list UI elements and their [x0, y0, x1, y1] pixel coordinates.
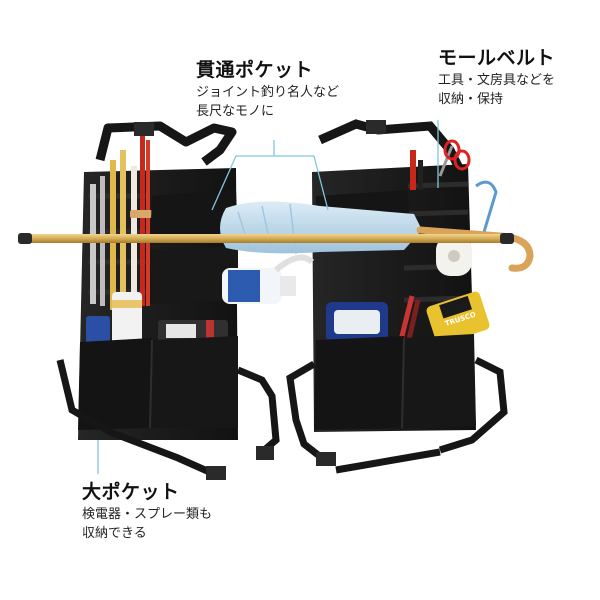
callout-large-pocket-title: 大ポケット	[82, 481, 180, 503]
callout-through-pocket-line-2: 長尺なモノに	[196, 103, 275, 119]
large-pocket-left	[78, 338, 152, 430]
callout-molle-belt-title: モールベルト	[438, 47, 556, 69]
callout-through-pocket-desc: ジョイント釣り名人など 長尺なモノに	[196, 84, 339, 122]
right-organizer	[286, 119, 508, 474]
leader-lines	[97, 120, 439, 474]
spray-bottle	[222, 254, 315, 304]
callout-molle-belt-line-1: 工具・文房具などを	[438, 72, 556, 88]
callout-through-pocket-title: 貫通ポケット	[196, 59, 314, 81]
callout-molle-belt-desc: 工具・文房具などを 収納・保持	[438, 72, 555, 110]
callout-through-pocket-line-1: ジョイント釣り名人など	[196, 84, 340, 100]
large-pocket-right	[150, 336, 238, 428]
scissors-icon	[438, 139, 471, 177]
callout-molle-belt-line-2: 収納・保持	[438, 91, 504, 107]
joint-pole	[18, 233, 514, 244]
callout-through-pocket: 貫通ポケット ジョイント釣り名人など 長尺なモノに	[196, 59, 339, 122]
callout-molle-belt: モールベルト 工具・文房具などを 収納・保持	[438, 47, 556, 110]
buckle-icon	[134, 122, 154, 136]
callout-large-pocket: 大ポケット 検電器・スプレー類も 収納できる	[82, 481, 212, 544]
red-rod	[140, 136, 145, 306]
callout-large-pocket-desc: 検電器・スプレー類も 収納できる	[82, 506, 212, 544]
callout-large-pocket-line-2: 収納できる	[82, 525, 147, 541]
callout-large-pocket-line-1: 検電器・スプレー類も	[82, 506, 213, 522]
